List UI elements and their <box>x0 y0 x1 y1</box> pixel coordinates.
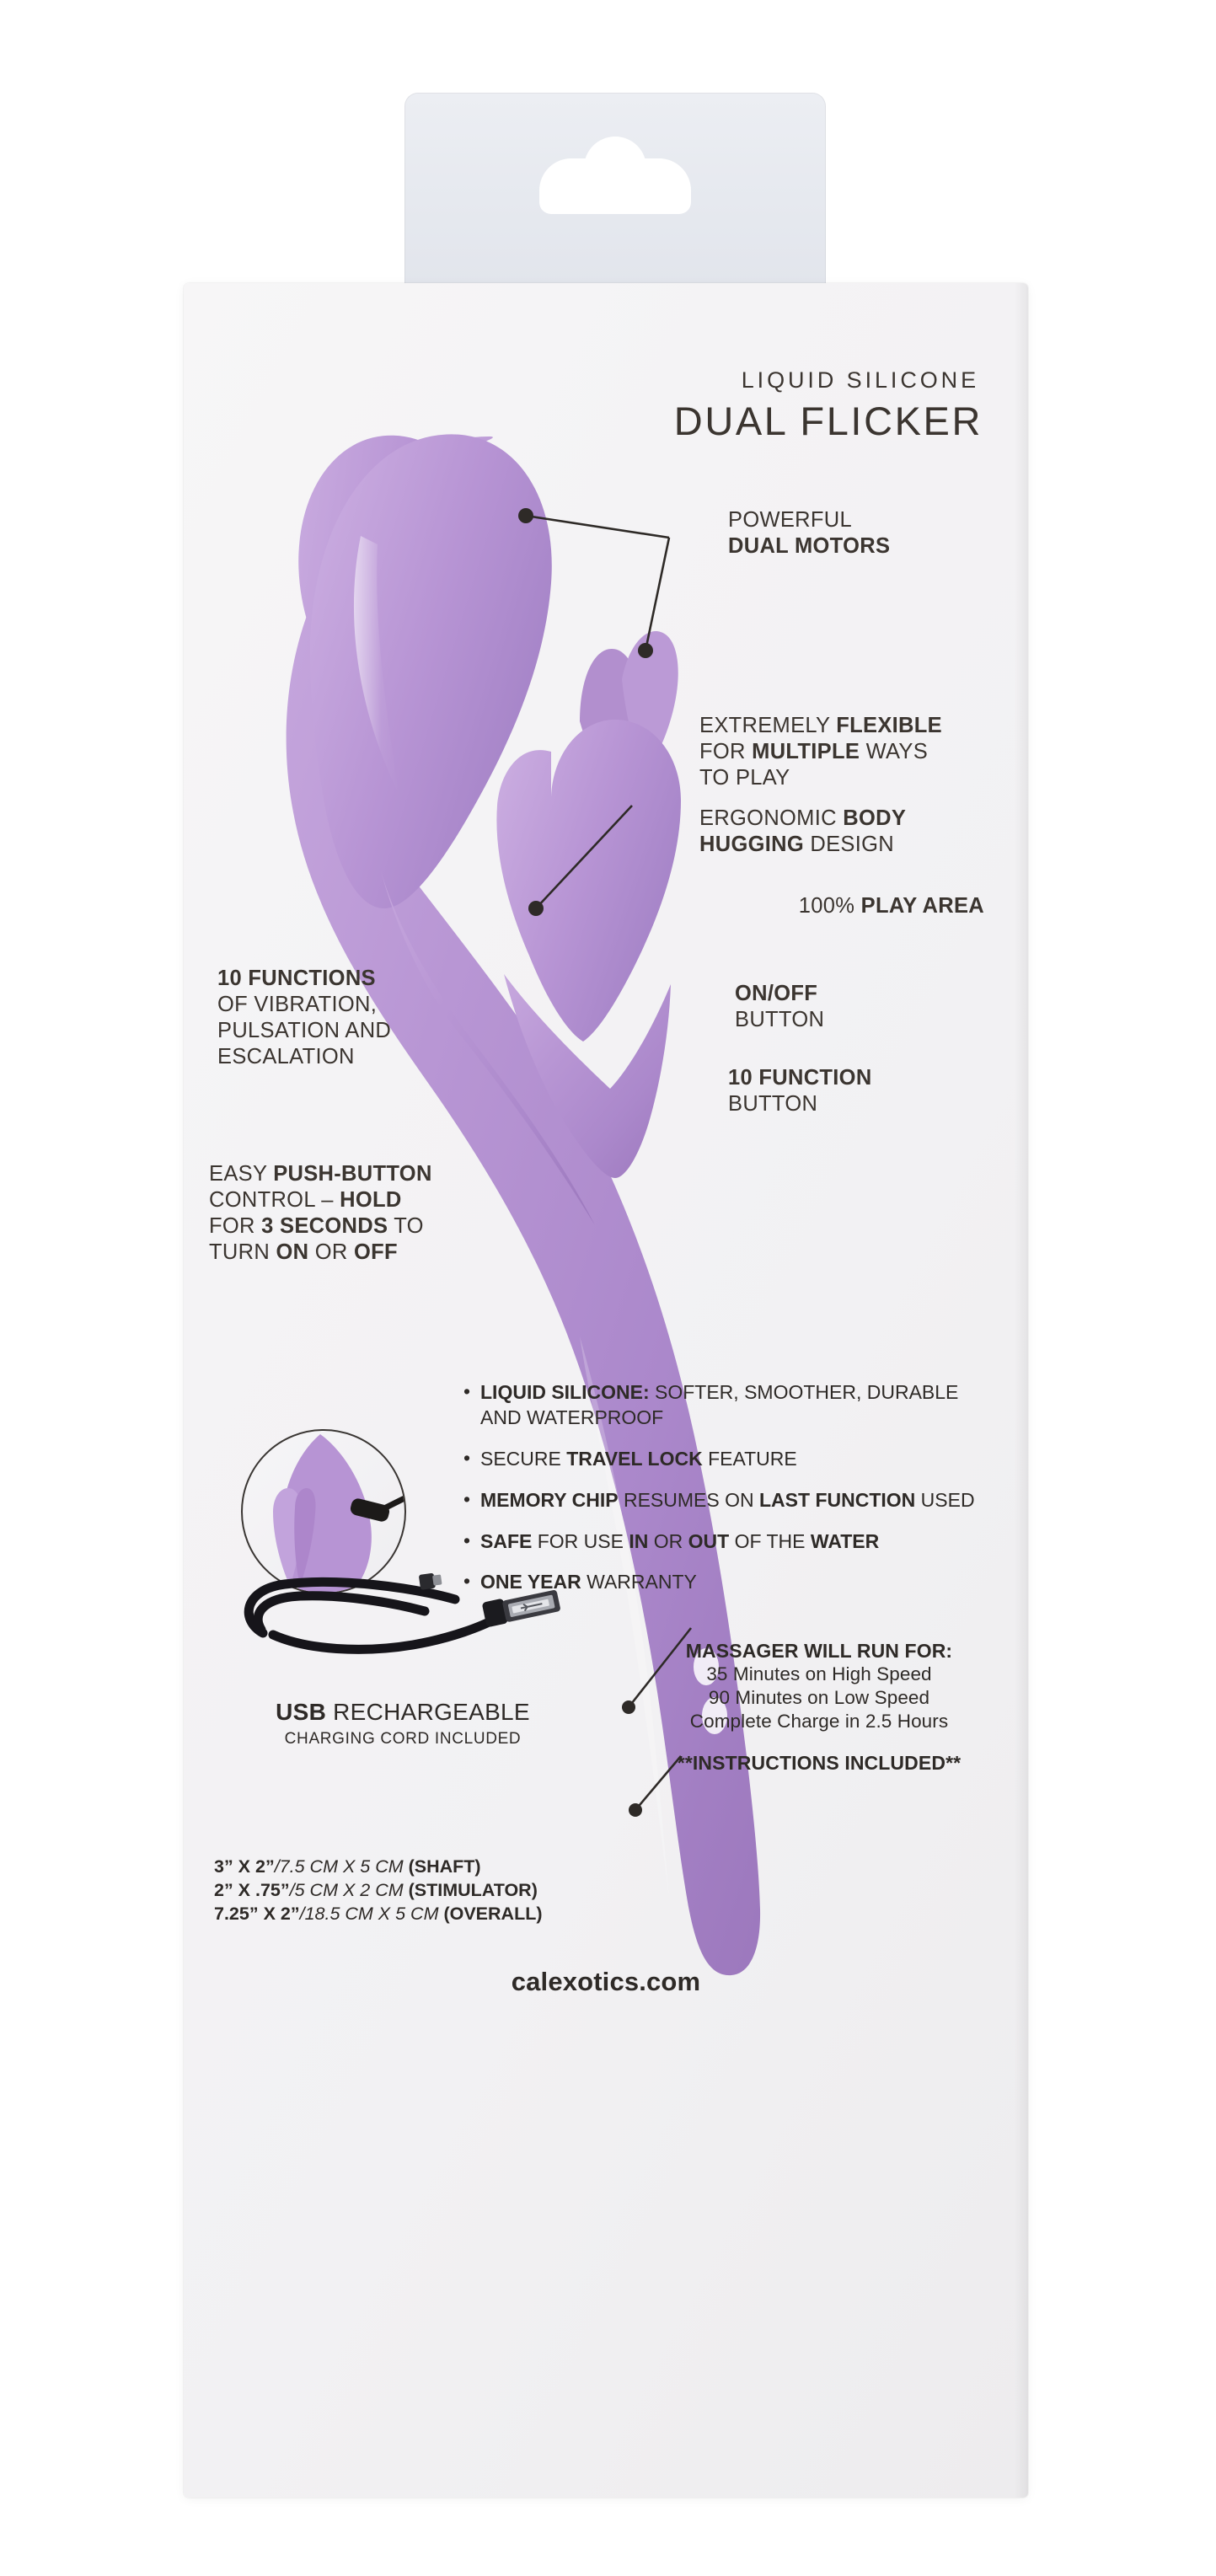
callout-push-l2b: HOLD <box>340 1188 402 1213</box>
dim-1-metric: /5 CM X 2 CM <box>289 1879 409 1900</box>
callout-ten-functions-l3: PULSATION AND <box>217 1019 392 1043</box>
usb-title: USB RECHARGEABLE <box>209 1699 597 1726</box>
runtime-line-3: Complete Charge in 2.5 Hours <box>689 1710 949 1732</box>
callout-dual-motors-line2: DUAL MOTORS <box>728 534 891 559</box>
runtime-block: MASSAGER WILL RUN FOR: 35 Minutes on Hig… <box>634 1640 1004 1775</box>
inset-illustration <box>273 1434 404 1593</box>
dim-1-label: (STIMULATOR) <box>408 1879 538 1900</box>
callout-ergonomic-b2: HUGGING <box>699 833 804 857</box>
bullet-1-rest: FEATURE <box>702 1447 797 1470</box>
callout-push-l3c: TO <box>388 1214 424 1239</box>
list-item: LIQUID SILICONE: SOFTER, SMOOTHER, DURAB… <box>463 1379 1003 1431</box>
usb-subtitle: CHARGING CORD INCLUDED <box>284 1730 522 1748</box>
dim-1-imperial: 2” X .75” <box>214 1879 290 1900</box>
callout-push-l4b: ON <box>276 1240 309 1265</box>
bullet-3-bold3: OUT <box>688 1529 730 1552</box>
callout-ten-function-button: 10 FUNCTION BUTTON <box>728 1065 981 1117</box>
bullet-1-bold: TRAVEL LOCK <box>566 1447 703 1470</box>
bullet-4-bold: ONE YEAR <box>480 1571 581 1593</box>
callout-ergonomic: ERGONOMIC BODY HUGGING DESIGN <box>699 806 986 858</box>
hang-tab <box>404 93 826 287</box>
bullet-3-bold4: WATER <box>810 1529 880 1552</box>
dimension-row: 2” X .75”/5 CM X 2 CM (STIMULATOR) <box>214 1879 804 1903</box>
product-title: DUAL FLICKER <box>673 399 983 443</box>
bullet-3-bold: SAFE <box>480 1529 533 1552</box>
list-item: MEMORY CHIP RESUMES ON LAST FUNCTION USE… <box>463 1487 1003 1513</box>
callout-push-button-control: EASY PUSH-BUTTON CONTROL – HOLD FOR 3 SE… <box>209 1161 504 1266</box>
callout-flexible-t3: WAYS <box>860 740 929 764</box>
bullet-2-mid: RESUMES ON <box>618 1488 759 1511</box>
callout-push-l4a: TURN <box>209 1240 276 1265</box>
callout-on-off-button: ON/OFF BUTTON <box>735 981 920 1033</box>
callout-on-off-line1: ON/OFF <box>735 982 818 1005</box>
usb-title-rest: RECHARGEABLE <box>326 1699 530 1725</box>
callout-play-area-pre: 100% <box>798 894 861 918</box>
callout-flexible: EXTREMELY FLEXIBLE FOR MULTIPLE WAYS TO … <box>699 713 986 791</box>
callout-flexible-t2: FOR <box>699 740 753 764</box>
callout-flexible-b2: MULTIPLE <box>752 740 860 764</box>
callout-push-l4d: OFF <box>353 1240 398 1265</box>
dim-0-metric: /7.5 CM X 5 CM <box>274 1856 409 1877</box>
callout-push-l3a: FOR <box>209 1214 262 1239</box>
runtime-line-2: 90 Minutes on Low Speed <box>708 1686 930 1708</box>
callout-ten-function-line1: 10 FUNCTION <box>728 1066 872 1090</box>
dim-2-metric: /18.5 CM X 5 CM <box>299 1903 444 1924</box>
bullet-3-mid3: OF THE <box>729 1529 811 1552</box>
list-item: SECURE TRAVEL LOCK FEATURE <box>463 1446 1003 1472</box>
dim-2-imperial: 7.25” X 2” <box>214 1903 300 1924</box>
callout-ten-functions-b1: 10 FUNCTIONS <box>217 967 376 990</box>
callout-push-l4c: OR <box>308 1240 354 1265</box>
bullet-3-bold2: IN <box>629 1529 649 1552</box>
usb-cable-illustration <box>244 1572 560 1654</box>
callout-ergonomic-t2: DESIGN <box>803 833 894 857</box>
callout-ten-functions-l2: OF VIBRATION, <box>217 993 378 1017</box>
callout-ten-function-line2: BUTTON <box>728 1092 818 1117</box>
callout-ergonomic-b1: BODY <box>843 806 907 830</box>
callout-flexible-t1: EXTREMELY <box>699 714 837 737</box>
euro-slot-hole <box>539 158 691 214</box>
list-item: ONE YEAR WARRANTY <box>463 1569 1003 1595</box>
callout-push-l3b: 3 SECONDS <box>261 1214 388 1239</box>
feature-bullet-list: LIQUID SILICONE: SOFTER, SMOOTHER, DURAB… <box>463 1379 1003 1611</box>
dim-2-label: (OVERALL) <box>443 1903 543 1924</box>
instructions-included-note: **INSTRUCTIONS INCLUDED** <box>677 1751 962 1774</box>
callout-flexible-b1: FLEXIBLE <box>836 714 942 737</box>
usb-rechargeable-block: USB RECHARGEABLE CHARGING CORD INCLUDED <box>209 1699 597 1749</box>
dim-0-label: (SHAFT) <box>408 1856 481 1877</box>
charging-port-detail-inset <box>241 1429 406 1594</box>
product-eyebrow: LIQUID SILICONE <box>741 367 979 393</box>
dim-0-imperial: 3” X 2” <box>214 1856 275 1877</box>
callout-push-l2a: CONTROL – <box>209 1188 340 1213</box>
bullet-3-mid2: OR <box>648 1529 688 1552</box>
dimension-row: 7.25” X 2”/18.5 CM X 5 CM (OVERALL) <box>214 1903 804 1926</box>
list-item: SAFE FOR USE IN OR OUT OF THE WATER <box>463 1529 1003 1555</box>
callout-play-area: 100% PLAY AREA <box>698 893 984 919</box>
callout-ten-functions: 10 FUNCTIONS OF VIBRATION, PULSATION AND… <box>217 966 496 1070</box>
runtime-line-1: 35 Minutes on High Speed <box>706 1663 932 1684</box>
dimension-row: 3” X 2”/7.5 CM X 5 CM (SHAFT) <box>214 1856 804 1879</box>
callout-push-l1a: EASY <box>209 1162 274 1186</box>
product-box-front: LIQUID SILICONE DUAL FLICKER POWERFUL DU… <box>184 283 1028 2498</box>
dimensions-block: 3” X 2”/7.5 CM X 5 CM (SHAFT) 2” X .75”/… <box>214 1856 804 1926</box>
usb-title-bold: USB <box>276 1699 327 1725</box>
callout-ergonomic-t1: ERGONOMIC <box>699 806 844 830</box>
bullet-2-bold: MEMORY CHIP <box>480 1488 619 1511</box>
bullet-2-rest: USED <box>915 1488 975 1511</box>
callout-dual-motors: POWERFUL DUAL MOTORS <box>728 507 981 560</box>
runtime-heading: MASSAGER WILL RUN FOR: <box>685 1640 953 1662</box>
bullet-4-rest: WARRANTY <box>581 1571 697 1593</box>
callout-flexible-t4: TO PLAY <box>699 766 790 790</box>
bullet-0-rest: SOFTER, SMOOTHER, DURABLE AND WATERPROOF <box>480 1381 959 1428</box>
bullet-1-pre: SECURE <box>480 1447 567 1470</box>
bullet-3-mid: FOR USE <box>532 1529 629 1552</box>
callout-dual-motors-line1: POWERFUL <box>728 508 852 532</box>
callout-play-area-bold: PLAY AREA <box>860 894 984 918</box>
callout-push-l1b: PUSH-BUTTON <box>273 1162 432 1186</box>
callout-on-off-line2: BUTTON <box>735 1008 825 1032</box>
brand-url: calexotics.com <box>511 1967 701 1996</box>
bullet-2-bold2: LAST FUNCTION <box>759 1488 916 1511</box>
callout-ten-functions-l4: ESCALATION <box>217 1045 355 1069</box>
bullet-0-bold: LIQUID SILICONE: <box>480 1381 650 1403</box>
